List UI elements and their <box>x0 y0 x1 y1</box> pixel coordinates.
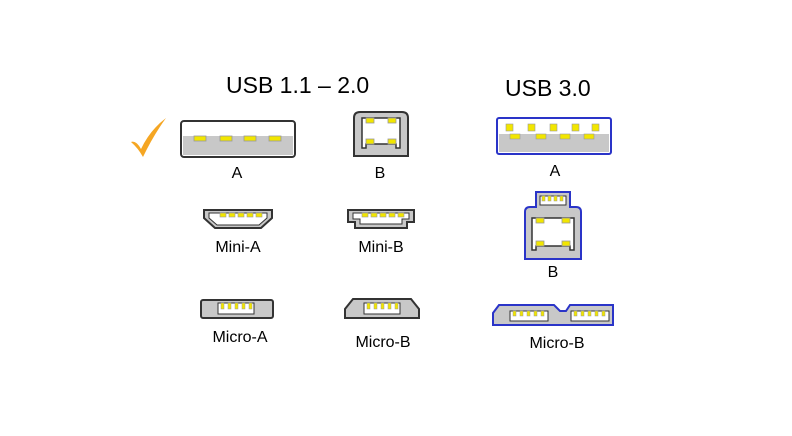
usb2-micro-a-connector <box>200 299 274 319</box>
usb2-type-a-connector <box>180 120 296 158</box>
usb2-type-b-connector <box>353 111 409 157</box>
usb2-micro-b-connector <box>344 298 420 319</box>
usb3-heading: USB 3.0 <box>505 75 591 101</box>
usb3-type-b-label: B <box>547 264 559 281</box>
usb2-mini-b-label: Mini-B <box>358 239 404 256</box>
usb2-type-a-label: A <box>231 165 243 182</box>
usb2-heading: USB 1.1 – 2.0 <box>226 72 370 98</box>
usb3-type-a-label: A <box>549 163 561 180</box>
usb3-micro-b-connector <box>492 304 614 326</box>
usb2-micro-b-label: Micro-B <box>355 334 411 351</box>
usb2-micro-a-label: Micro-A <box>212 329 268 346</box>
usb3-type-b-connector <box>524 191 582 260</box>
usb2-mini-a-label: Mini-A <box>215 239 261 256</box>
usb3-type-a-connector <box>496 117 612 155</box>
checkmark-icon <box>131 118 166 157</box>
usb3-micro-b-label: Micro-B <box>529 335 585 352</box>
usb2-type-b-label: B <box>374 165 386 182</box>
usb2-mini-b-connector <box>347 209 415 229</box>
usb2-mini-a-connector <box>203 209 273 229</box>
